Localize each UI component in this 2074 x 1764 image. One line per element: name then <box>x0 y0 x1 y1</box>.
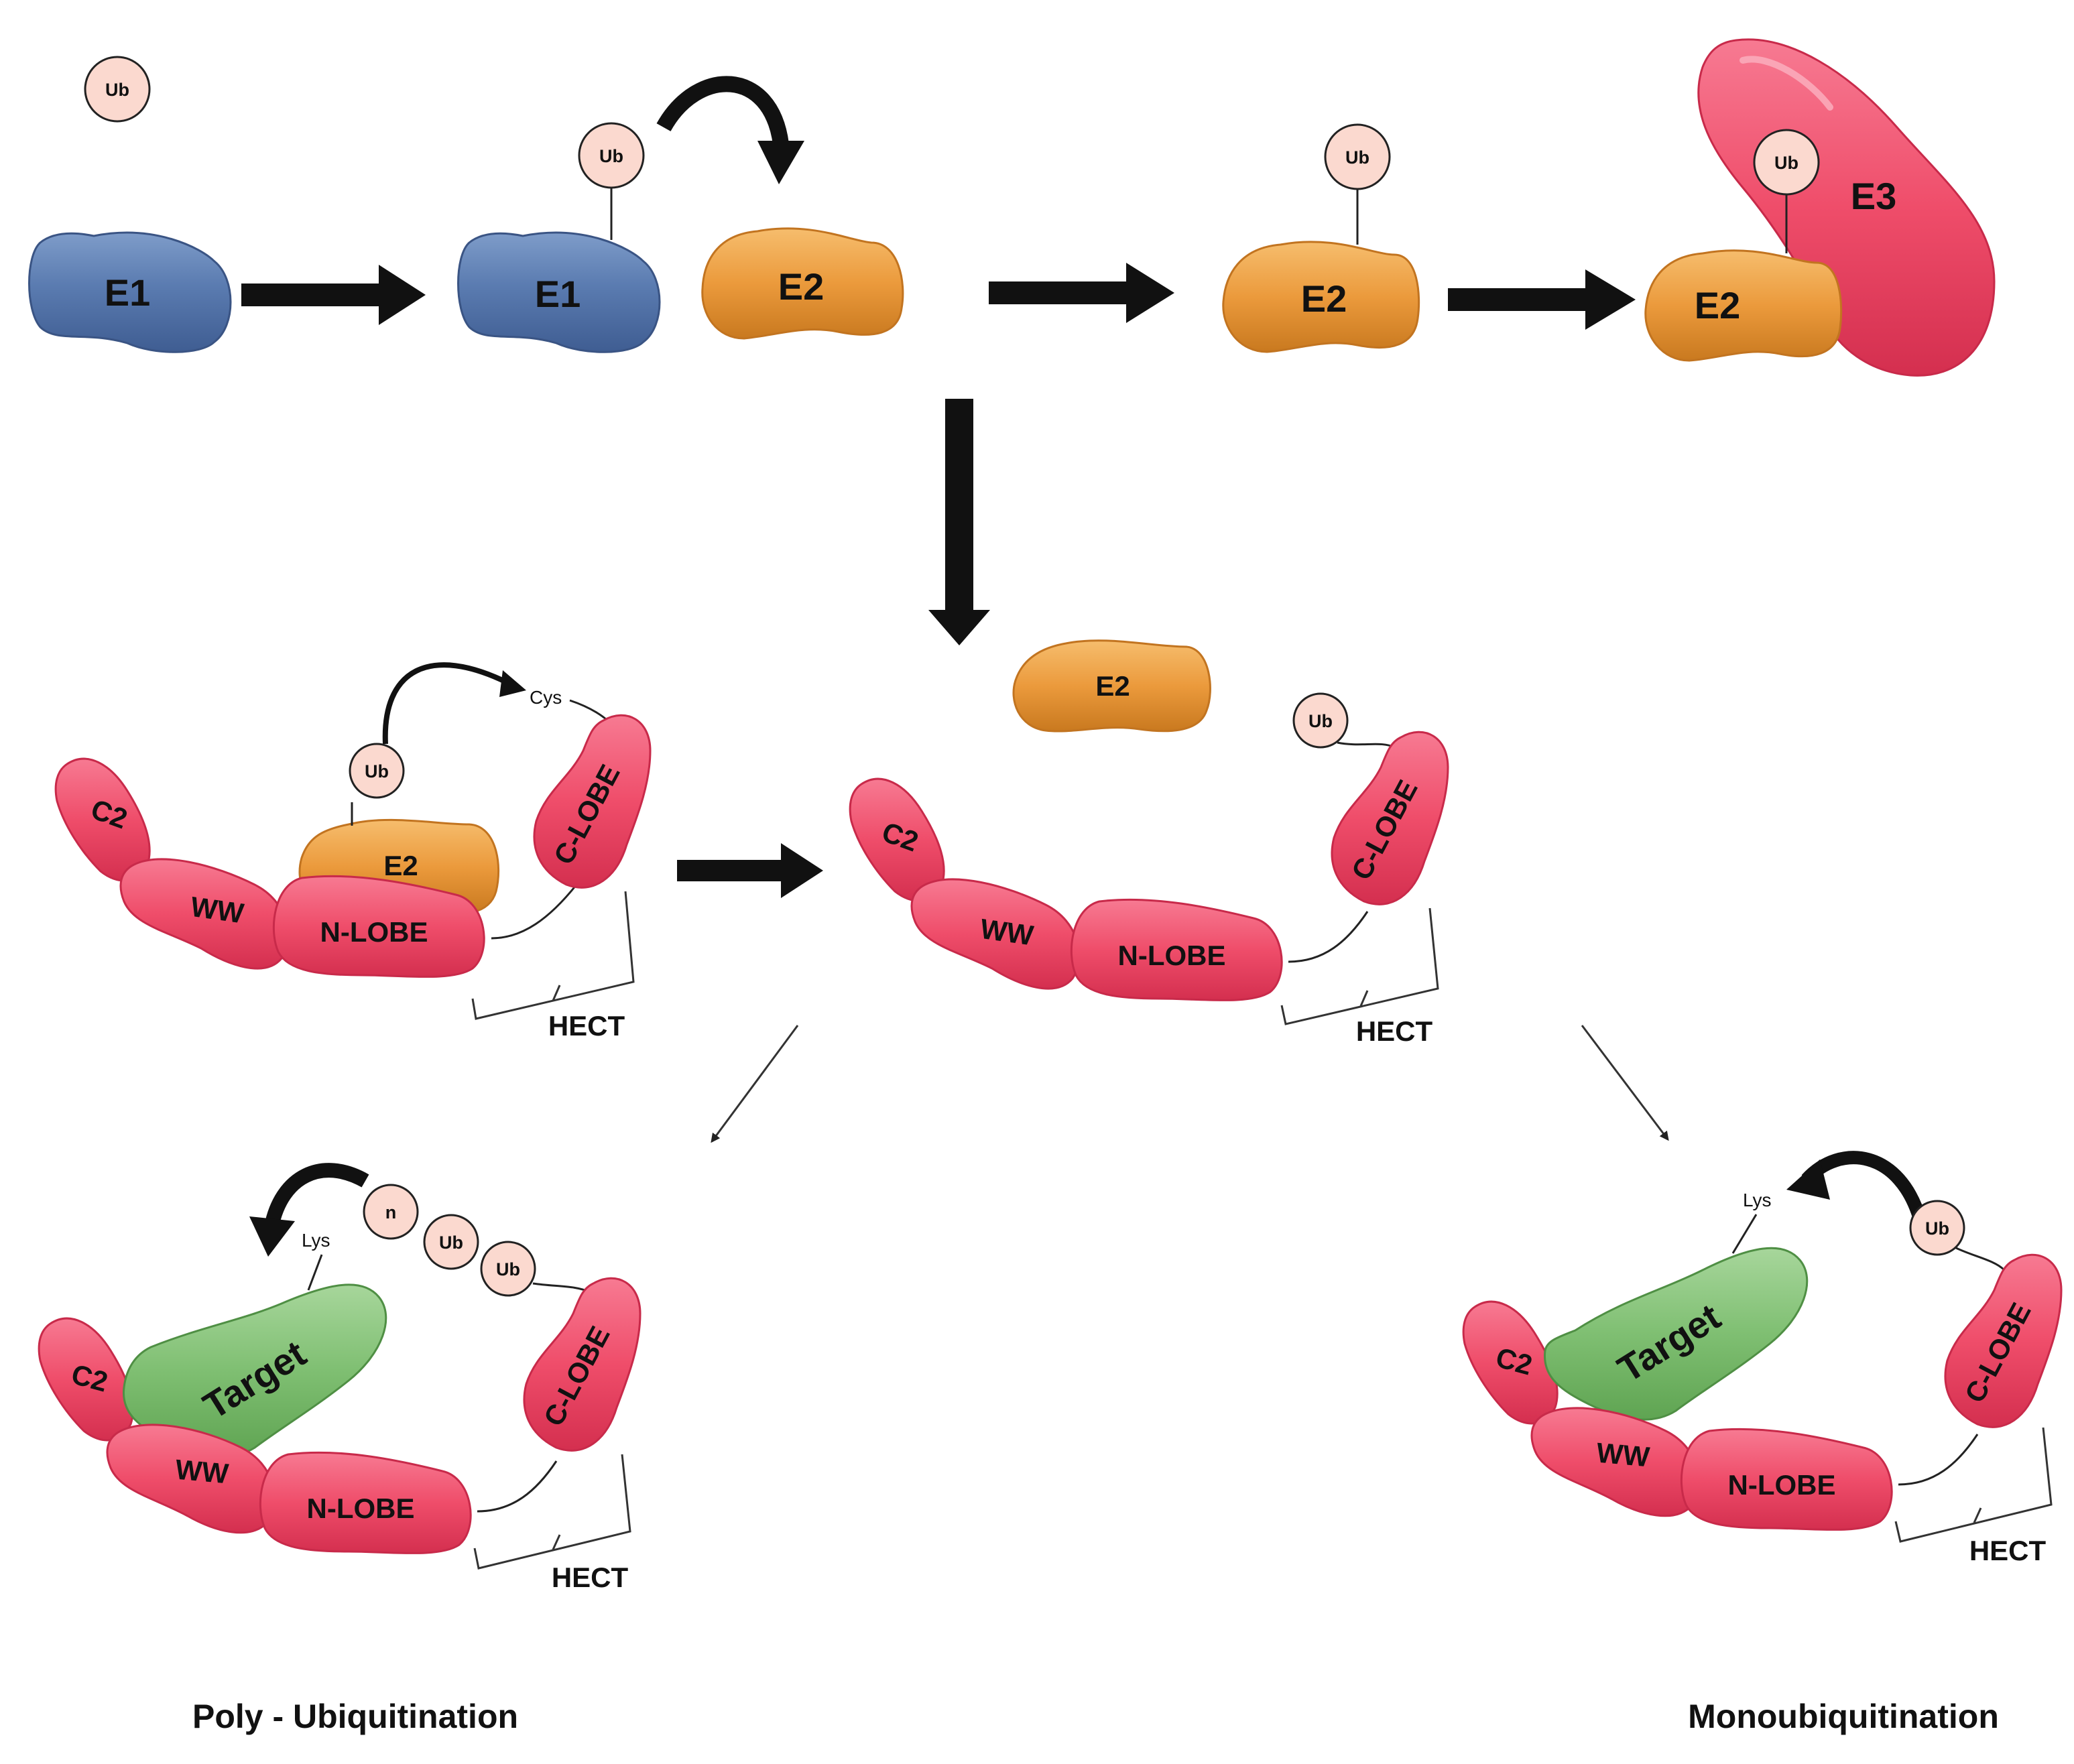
e2-ub-complex: Ub E2 <box>1222 123 1420 353</box>
e2-label: E2 <box>1095 670 1130 702</box>
n-lobe-label: N-LOBE <box>307 1493 415 1524</box>
monoubiquitination-complex: Lys Ub C2 Target WW N-LOBE C-LOBE HECT <box>1462 1151 2063 1566</box>
free-ubiquitin: Ub <box>84 56 151 123</box>
hect-label: HECT <box>1969 1535 2047 1566</box>
cys-label: Cys <box>530 687 562 708</box>
e2-label: E2 <box>778 265 825 308</box>
hect-label: HECT <box>548 1010 625 1042</box>
e2-enzyme: E2 <box>701 227 904 340</box>
e2-label: E2 <box>1695 284 1741 326</box>
e2-label: E2 <box>383 850 418 881</box>
transfer-arrow-e1-e2 <box>656 76 804 184</box>
arrow-left-to-right-hect <box>677 843 823 898</box>
ub-label: Ub <box>105 80 129 100</box>
n-lobe-label: N-LOBE <box>1118 940 1226 971</box>
e2-e3-complex: E3 Ub E2 <box>1644 38 1996 377</box>
ww-label: WW <box>978 913 1035 952</box>
ub-label: Ub <box>1774 153 1798 173</box>
e1-label: E1 <box>105 271 151 314</box>
n-lobe-label: N-LOBE <box>320 916 428 948</box>
monoubiquitination-caption: Monoubiquitination <box>1688 1698 1999 1735</box>
ub-label: Ub <box>1925 1218 1949 1239</box>
ub-label: Ub <box>365 761 389 781</box>
hect-label: HECT <box>1356 1015 1433 1047</box>
e3-label: E3 <box>1851 175 1897 217</box>
hect-e3-with-e2: Cys C2 WW E2 Ub N-LOBE C-LOBE HECT <box>54 662 652 1042</box>
arrow-e1-to-charged <box>241 265 426 325</box>
arrow-to-e2-e3 <box>1448 269 1636 330</box>
ub-label: Ub <box>1345 147 1369 168</box>
e1-label: E1 <box>535 273 581 315</box>
n-label: n <box>385 1202 397 1222</box>
hect-e3-ub-charged: Ub C2 WW N-LOBE C-LOBE HECT <box>849 692 1449 1047</box>
e1-ub-complex: Ub E1 <box>457 122 661 353</box>
ub-label: Ub <box>496 1259 520 1279</box>
hect-label: HECT <box>552 1562 629 1593</box>
e1-enzyme: E1 <box>28 231 232 353</box>
released-e2: E2 <box>1012 639 1211 733</box>
ww-label: WW <box>188 891 245 930</box>
ub-label: Ub <box>599 146 623 166</box>
ub-label: Ub <box>1308 711 1333 731</box>
ub-label: Ub <box>439 1233 463 1253</box>
e2-label: E2 <box>1301 277 1347 320</box>
arrow-down-to-hect <box>928 399 990 645</box>
n-lobe-label: N-LOBE <box>1728 1469 1836 1501</box>
pathway-split-arrows <box>711 1025 1669 1143</box>
poly-ubiquitination-complex: Lys n Ub Ub C2 Target WW N-LOBE C-LOBE H… <box>38 1163 642 1593</box>
arrow-to-e2-ub <box>989 263 1174 323</box>
ww-label: WW <box>1595 1437 1651 1473</box>
poly-ubiquitination-caption: Poly - Ubiquitination <box>192 1698 518 1735</box>
lys-label: Lys <box>302 1230 330 1251</box>
ww-label: WW <box>174 1454 230 1490</box>
lys-label: Lys <box>1743 1190 1772 1210</box>
